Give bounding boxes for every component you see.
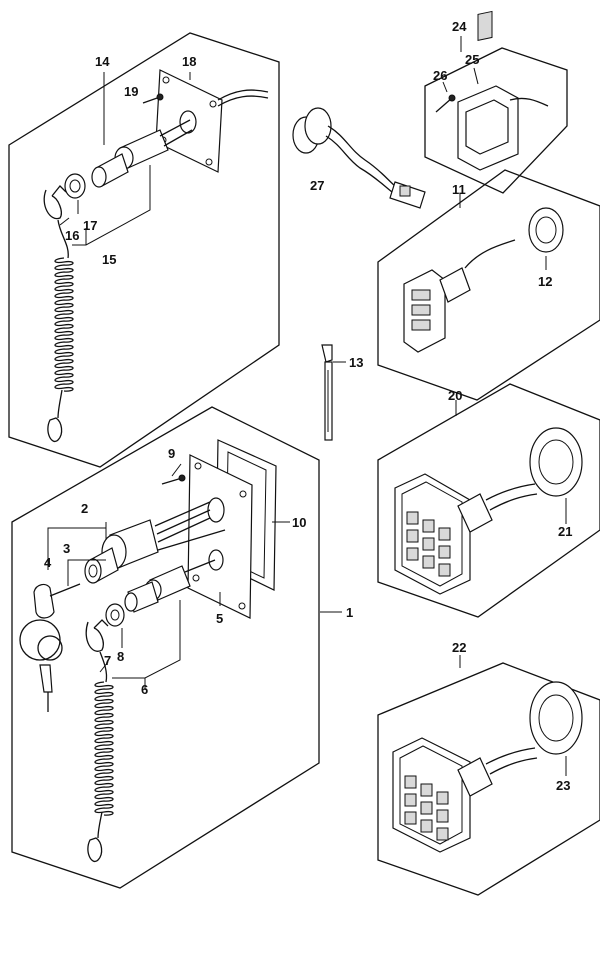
coiled-lanyard-bottom [87, 651, 114, 863]
coiled-lanyard [47, 219, 74, 443]
callout-11: 11 [452, 182, 466, 197]
group-22-frame [377, 662, 600, 896]
screw-26 [435, 94, 456, 113]
callout-16: 16 [65, 228, 79, 243]
callout-15: 15 [102, 252, 116, 267]
callout-12: 12 [538, 274, 552, 289]
ignition-switch-2 [84, 501, 226, 584]
group-24-frame [424, 47, 568, 194]
group-11-frame [377, 169, 600, 401]
clip-7 [85, 619, 109, 652]
callout-6: 6 [141, 682, 148, 697]
callout-25: 25 [465, 52, 479, 67]
group-14-lanyard-switch-kit [8, 32, 280, 468]
group-1-ignition-switch-kit [11, 406, 342, 889]
callout-18: 18 [182, 54, 196, 69]
group-22-multifunction-panel [377, 655, 600, 896]
nut-21 [529, 427, 583, 497]
callout-2: 2 [81, 501, 88, 516]
nut-12 [528, 207, 564, 253]
callout-19: 19 [124, 84, 138, 99]
group-1-frame [11, 406, 320, 889]
mounting-plate-18 [155, 69, 269, 173]
nut-8 [105, 603, 125, 627]
callout-9: 9 [168, 446, 175, 461]
lanyard-switch-6 [124, 559, 216, 613]
lanyard-switch-15 [91, 119, 193, 188]
callout-21: 21 [558, 524, 572, 539]
group-20-multifunction-panel [377, 383, 600, 618]
nut-23 [529, 681, 583, 755]
rocker-switch-25 [457, 10, 549, 171]
mounting-plate-5 [187, 454, 253, 619]
key-4 [19, 583, 81, 712]
group-11-switch-unit [377, 169, 600, 401]
callout-27: 27 [310, 178, 324, 193]
callout-24: 24 [452, 19, 467, 34]
callout-13: 13 [349, 355, 363, 370]
callout-7: 7 [104, 653, 111, 668]
control-panel-22 [392, 737, 538, 853]
sensor-harness-27 [292, 107, 426, 209]
cable-tie-13 [321, 344, 346, 441]
callout-5: 5 [216, 611, 223, 626]
group-20-frame [377, 383, 600, 618]
control-panel-20 [394, 473, 538, 595]
callout-1: 1 [346, 605, 353, 620]
group-24-panel-switch [424, 10, 568, 194]
lanyard-coil [54, 257, 74, 392]
callout-labels: 14 18 19 17 16 15 24 25 26 27 11 12 13 2… [44, 19, 572, 793]
callout-20: 20 [448, 388, 462, 403]
callout-8: 8 [117, 649, 124, 664]
callout-26: 26 [433, 68, 447, 83]
callout-23: 23 [556, 778, 570, 793]
callout-3: 3 [63, 541, 70, 556]
screw-19 [142, 93, 164, 104]
callout-14: 14 [95, 54, 110, 69]
clip-16 [43, 185, 67, 220]
callout-10: 10 [292, 515, 306, 530]
screw-9 [161, 474, 186, 485]
group-14-frame [8, 32, 280, 468]
switch-panel-11 [403, 239, 516, 353]
callout-17: 17 [83, 218, 97, 233]
callout-22: 22 [452, 640, 466, 655]
callout-4: 4 [44, 555, 52, 570]
nut-17 [64, 173, 86, 199]
